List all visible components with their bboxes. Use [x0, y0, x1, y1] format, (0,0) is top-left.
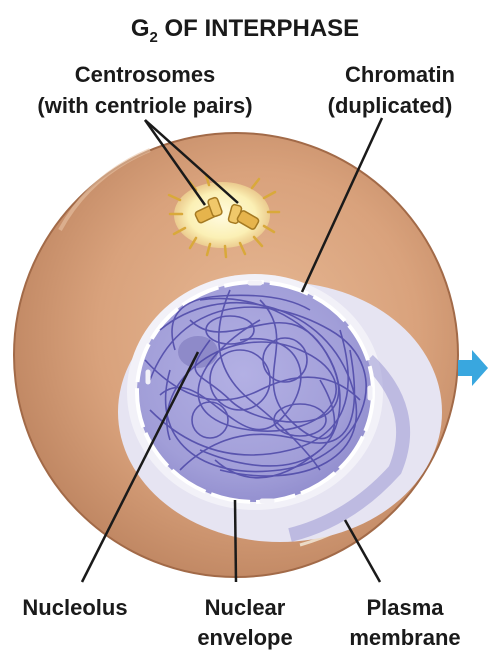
- centrosomes-sublabel: (with centriole pairs): [37, 93, 252, 118]
- nuclear-envelope-leader: [235, 500, 236, 582]
- chromatin-label: Chromatin: [345, 62, 455, 87]
- chromatin-sublabel: (duplicated): [328, 93, 453, 118]
- nuclear-envelope-sublabel: envelope: [197, 625, 292, 650]
- plasma-membrane-label: Plasma: [366, 595, 444, 620]
- nuclear-envelope-label: Nuclear: [205, 595, 286, 620]
- diagram-title: G2 OF INTERPHASE: [131, 15, 359, 46]
- plasma-membrane-sublabel: membrane: [349, 625, 460, 650]
- centrosomes-label: Centrosomes: [75, 62, 216, 87]
- nucleolus-label: Nucleolus: [22, 595, 127, 620]
- right-arrow-icon: [458, 350, 488, 386]
